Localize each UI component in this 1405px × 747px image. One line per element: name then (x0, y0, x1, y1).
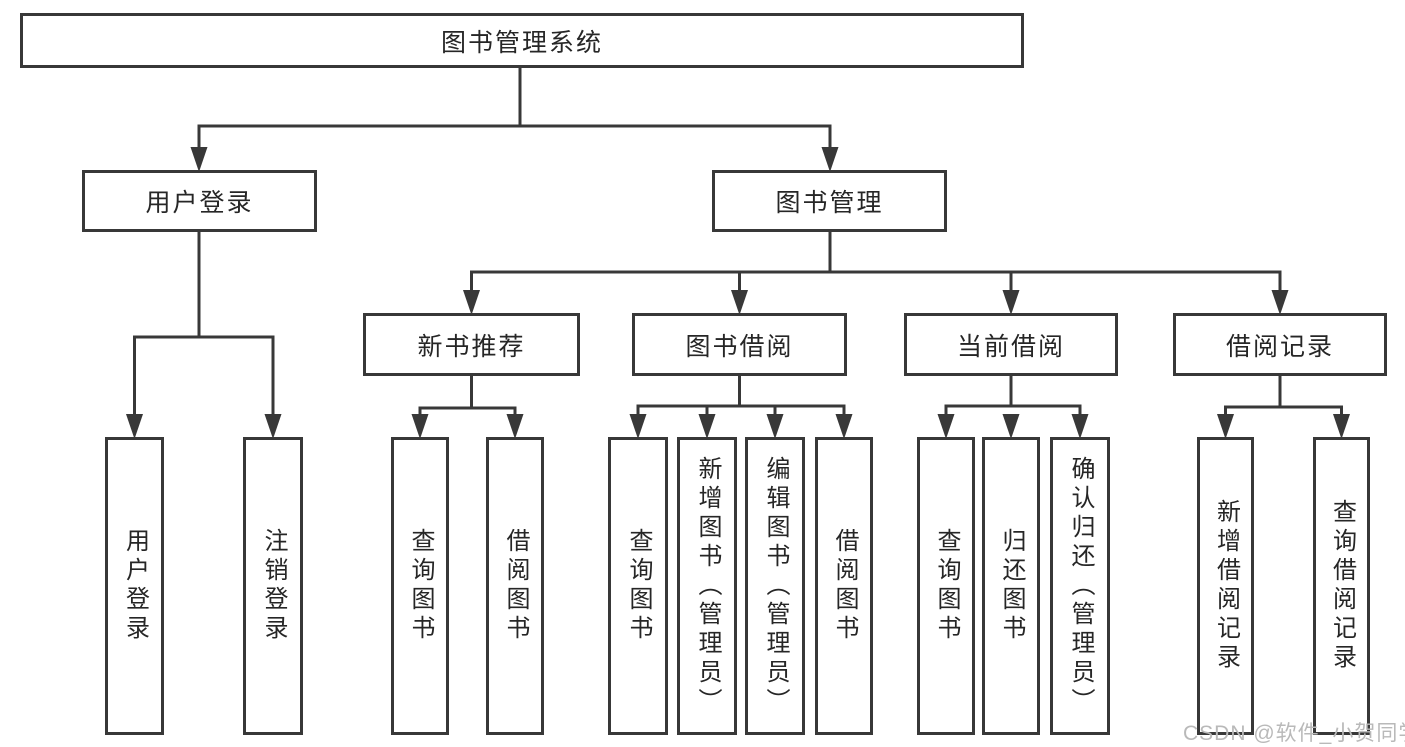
node-label: 当前借阅 (956, 332, 1065, 361)
leaf-query-books-recommend: 查询图书 (391, 437, 449, 735)
leaf-label: 用户登录 (121, 528, 149, 644)
node-new-book-recommendation: 新书推荐 (363, 313, 580, 376)
leaf-return-books: 归还图书 (982, 437, 1040, 735)
node-label: 新书推荐 (417, 332, 526, 361)
leaf-query-borrow-record: 查询借阅记录 (1313, 437, 1370, 735)
leaf-confirm-return-admin: 确认归还（管理员） (1050, 437, 1110, 735)
arrowheads (126, 147, 1350, 439)
leaf-add-borrow-record: 新增借阅记录 (1197, 437, 1254, 735)
leaf-borrow-books: 借阅图书 (815, 437, 873, 735)
node-user-login-label: 用户登录 (145, 189, 254, 217)
node-book-management: 图书管理 (712, 170, 947, 232)
node-label: 借阅记录 (1225, 332, 1334, 361)
leaf-label: 新增图书（管理员） (694, 455, 721, 717)
node-book-management-label: 图书管理 (775, 189, 884, 217)
leaf-label: 查询图书 (933, 528, 960, 644)
leaf-logout: 注销登录 (243, 437, 303, 735)
leaf-label: 借阅图书 (502, 528, 529, 644)
leaf-user-login: 用户登录 (105, 437, 164, 735)
leaf-query-books-current: 查询图书 (917, 437, 975, 735)
leaf-label: 借阅图书 (831, 528, 858, 644)
leaf-label: 确认归还（管理员） (1067, 455, 1094, 717)
leaf-edit-book-admin: 编辑图书（管理员） (745, 437, 805, 735)
leaf-borrow-books-recommend: 借阅图书 (486, 437, 544, 735)
node-root: 图书管理系统 (20, 13, 1024, 68)
leaf-label: 查询图书 (625, 528, 652, 644)
node-label: 图书借阅 (685, 332, 794, 361)
leaf-add-book-admin: 新增图书（管理员） (677, 437, 737, 735)
csdn-watermark: CSDN @软件_小贺同学 (1183, 722, 1405, 745)
node-book-borrowing: 图书借阅 (632, 313, 847, 376)
node-borrowing-records: 借阅记录 (1173, 313, 1387, 376)
leaf-label: 编辑图书（管理员） (762, 455, 789, 717)
leaf-label: 查询图书 (407, 528, 434, 644)
node-user-login: 用户登录 (82, 170, 317, 232)
node-current-borrowing: 当前借阅 (904, 313, 1118, 376)
leaf-label: 查询借阅记录 (1328, 499, 1356, 673)
leaf-label: 归还图书 (998, 528, 1025, 644)
leaf-query-books-borrow: 查询图书 (608, 437, 668, 735)
leaf-label: 新增借阅记录 (1212, 499, 1240, 673)
leaf-label: 注销登录 (260, 528, 287, 644)
node-root-label: 图书管理系统 (440, 28, 603, 57)
